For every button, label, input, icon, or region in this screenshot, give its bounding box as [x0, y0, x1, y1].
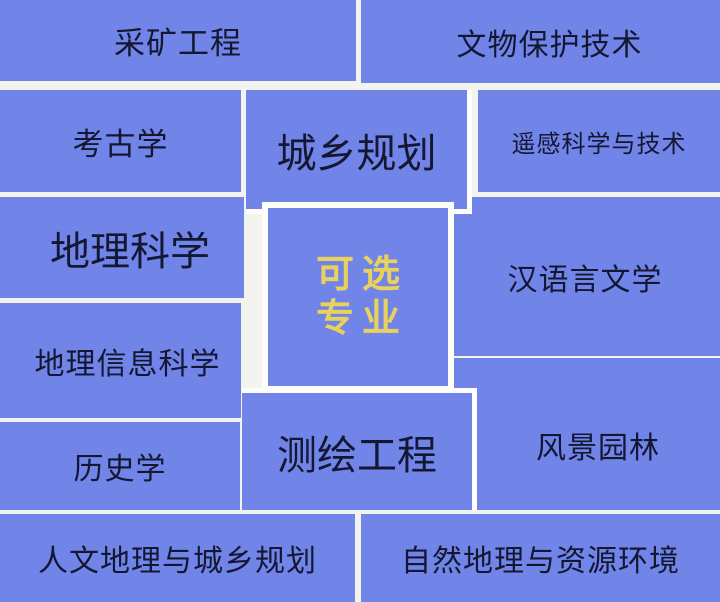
major-label: 采矿工程	[114, 26, 242, 61]
major-label: 自然地理与资源环境	[401, 545, 680, 578]
major-label: 风景园林	[536, 432, 660, 465]
major-box-urban-rural-planning: 城乡规划	[246, 90, 472, 214]
major-box-human-geography-urban-rural-planning: 人文地理与城乡规划	[0, 514, 355, 602]
major-box-landscape-architecture: 风景园林	[450, 358, 720, 510]
major-box-mining-engineering: 采矿工程	[0, 0, 356, 81]
major-box-archaeology: 考古学	[0, 90, 241, 192]
major-box-chinese-language-literature: 汉语言文学	[450, 197, 720, 356]
center-label-line2: 专业	[315, 298, 408, 340]
major-label: 遥感科学与技术	[511, 130, 687, 158]
major-label: 城乡规划	[276, 131, 437, 176]
major-label: 汉语言文学	[507, 263, 663, 297]
major-label: 地理科学	[50, 229, 210, 274]
major-label: 文物保护技术	[456, 28, 643, 62]
major-label: 考古学	[72, 126, 169, 162]
major-label: 人文地理与城乡规划	[38, 545, 317, 578]
major-box-physical-geography-resource-environment: 自然地理与资源环境	[361, 514, 720, 602]
center-box-optional-majors: 可选 专业	[262, 202, 454, 392]
major-label: 历史学	[73, 453, 167, 486]
major-box-history: 历史学	[0, 422, 240, 510]
center-label-line1: 可选	[315, 254, 408, 296]
major-box-cultural-relics-protection: 文物保护技术	[361, 0, 720, 83]
major-box-surveying-mapping-engineering: 测绘工程	[242, 388, 477, 510]
major-box-remote-sensing: 遥感科学与技术	[478, 90, 720, 192]
major-box-geographic-information-science: 地理信息科学	[0, 303, 241, 418]
major-label: 地理信息科学	[34, 347, 221, 381]
major-label: 测绘工程	[277, 433, 437, 478]
major-box-geographic-science: 地理科学	[0, 197, 244, 298]
